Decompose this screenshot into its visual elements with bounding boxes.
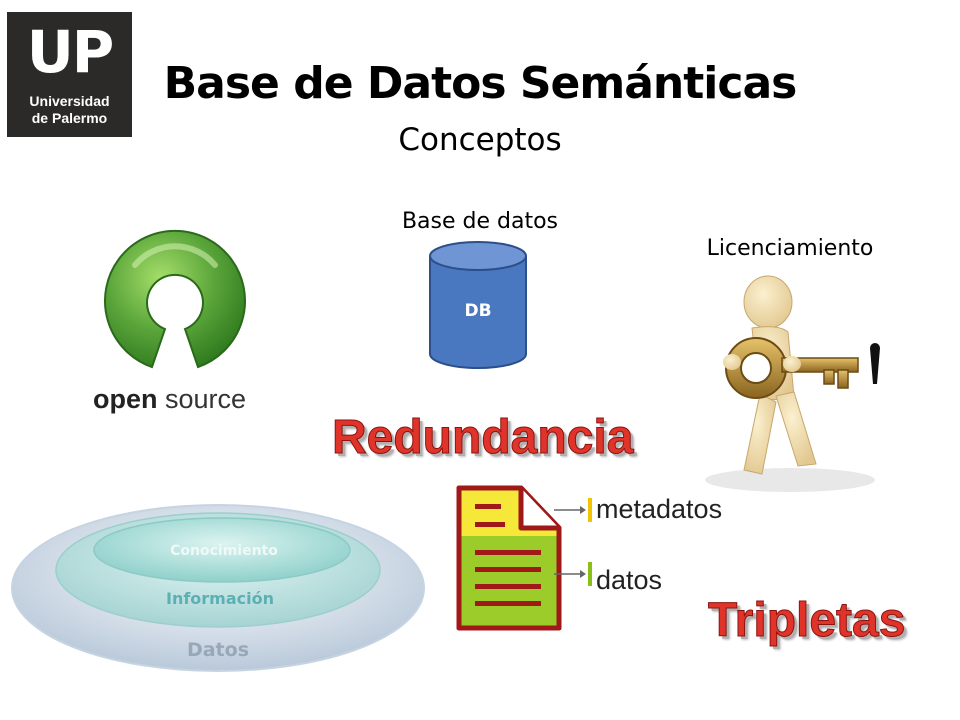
- logo-mark: UP: [26, 18, 115, 86]
- open-source-icon: [104, 229, 246, 369]
- data-label: datos: [596, 565, 663, 595]
- page-subtitle: Conceptos: [398, 122, 562, 158]
- redundancy-word: Redundancia: [331, 411, 634, 465]
- layer-data: Datos: [187, 639, 249, 661]
- open-source-light: source: [165, 384, 247, 414]
- database-icon: DB: [429, 241, 527, 369]
- document-icon: [456, 485, 562, 631]
- page-title: Base de Datos Semánticas: [163, 58, 798, 109]
- arrow-right-icon: [554, 498, 592, 586]
- knowledge-layers-diagram: Conocimiento Información Datos: [11, 504, 425, 672]
- database-cylinder-text: DB: [464, 301, 491, 321]
- layer-information: Información: [166, 589, 274, 608]
- licensing-label: Licenciamiento: [706, 236, 874, 261]
- database-label: Base de datos: [401, 209, 559, 234]
- up-logo: UP Universidad de Palermo: [7, 12, 132, 137]
- open-source-text: open source: [93, 384, 246, 415]
- logo-line2: de Palermo: [31, 110, 108, 126]
- logo-line1: Universidad: [29, 93, 110, 109]
- metadata-label: metadatos: [596, 494, 723, 524]
- key-figure-icon: [705, 275, 880, 492]
- layer-knowledge: Conocimiento: [170, 543, 278, 559]
- triples-word: Tripletas: [707, 594, 906, 648]
- open-source-bold: open: [93, 384, 158, 414]
